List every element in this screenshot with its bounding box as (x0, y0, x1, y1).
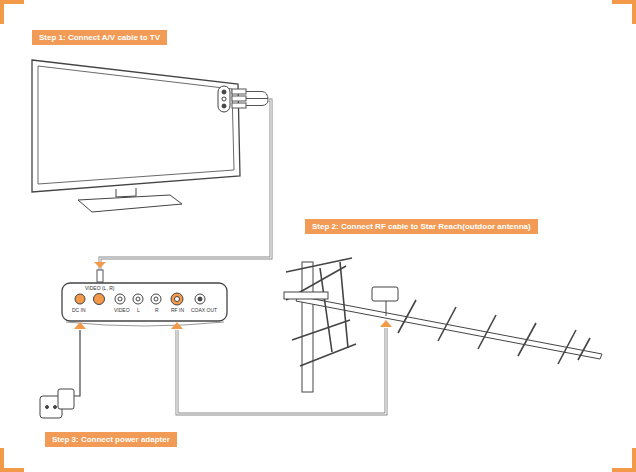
step-instruction: Step 2: Connect RF cable to Star Reach(o… (312, 222, 531, 231)
port-center (136, 297, 140, 301)
antenna-reflector (286, 258, 356, 366)
tv-stand (78, 195, 182, 212)
av-cable-inner (100, 100, 271, 272)
pointer-arrow (94, 262, 106, 268)
port-label: DC IN (71, 307, 87, 313)
rf-cable-outer (177, 328, 386, 414)
antenna-element (578, 338, 590, 360)
tv-neck (116, 188, 136, 197)
port-label: VIDEO (L, R) (84, 285, 115, 291)
port-label: VIDEO (113, 307, 131, 313)
step-instruction: Step 1: Connect A/V cable to TV (39, 33, 160, 42)
av-jack (222, 97, 226, 101)
av-cable (97, 89, 271, 282)
coax-out-port (195, 294, 205, 304)
rf-in-port (171, 293, 183, 305)
av-cable-plug (97, 270, 103, 282)
corner-bracket (612, 448, 634, 470)
antenna-element (518, 323, 536, 356)
outdoor-antenna (284, 258, 602, 392)
port-label: RF IN (170, 307, 185, 313)
tv-screen (38, 66, 234, 184)
adapter-body (58, 389, 74, 409)
pointer-arrows (74, 262, 392, 329)
av-cable-outer (100, 100, 271, 272)
corner-bracket (2, 2, 24, 24)
mast-clamp (284, 292, 328, 299)
reflector-element (292, 320, 350, 340)
video-port (115, 294, 125, 304)
pointer-arrow (171, 322, 183, 329)
balun-lead (386, 301, 387, 316)
av-wire (246, 92, 268, 106)
antenna-mast (302, 262, 313, 392)
step-instruction: Step 3: Connect power adapter (52, 435, 170, 444)
reflector-element (340, 262, 348, 348)
audio-l-port (133, 294, 143, 304)
step-banner: Step 3: Connect power adapter (45, 432, 177, 447)
dc-in-port (75, 294, 85, 304)
av-plug (232, 96, 246, 101)
port-label: L (136, 307, 141, 313)
port (94, 294, 105, 305)
box-shadow (66, 322, 224, 326)
outlet-hole (54, 406, 57, 409)
outlet-hole (46, 406, 49, 409)
av-plug (232, 103, 246, 108)
antenna-directors (398, 300, 590, 364)
port-label: R (154, 307, 160, 313)
power-cord (74, 330, 80, 396)
rf-cable (177, 328, 386, 414)
step-banner: Step 2: Connect RF cable to Star Reach(o… (305, 219, 538, 234)
tv-drawing (32, 60, 240, 212)
step-banner: Step 1: Connect A/V cable to TV (32, 30, 167, 45)
receiver-box (62, 283, 227, 326)
corner-bracket (612, 2, 634, 24)
av-jack (222, 90, 226, 94)
box-housing (62, 283, 227, 321)
audio-r-port (151, 294, 161, 304)
rf-cable-inner (177, 328, 386, 414)
port-center (154, 297, 158, 301)
port-center (118, 297, 122, 301)
pointer-arrow (74, 322, 86, 329)
pointer-arrow (380, 320, 392, 327)
corner-bracket (2, 448, 24, 470)
antenna-element (558, 330, 576, 364)
tv-frame (32, 60, 240, 192)
av-jack-panel (218, 86, 230, 112)
av-jack (222, 104, 226, 108)
power-adapter (40, 330, 80, 418)
port-center (198, 297, 202, 301)
antenna-element (478, 315, 496, 349)
reflector-element (286, 258, 352, 272)
port-center (175, 297, 180, 302)
antenna-element (438, 307, 456, 341)
av-plug (232, 89, 246, 94)
port-label: COAX OUT (190, 307, 218, 313)
antenna-balun (372, 287, 398, 301)
antenna-element (398, 300, 416, 333)
